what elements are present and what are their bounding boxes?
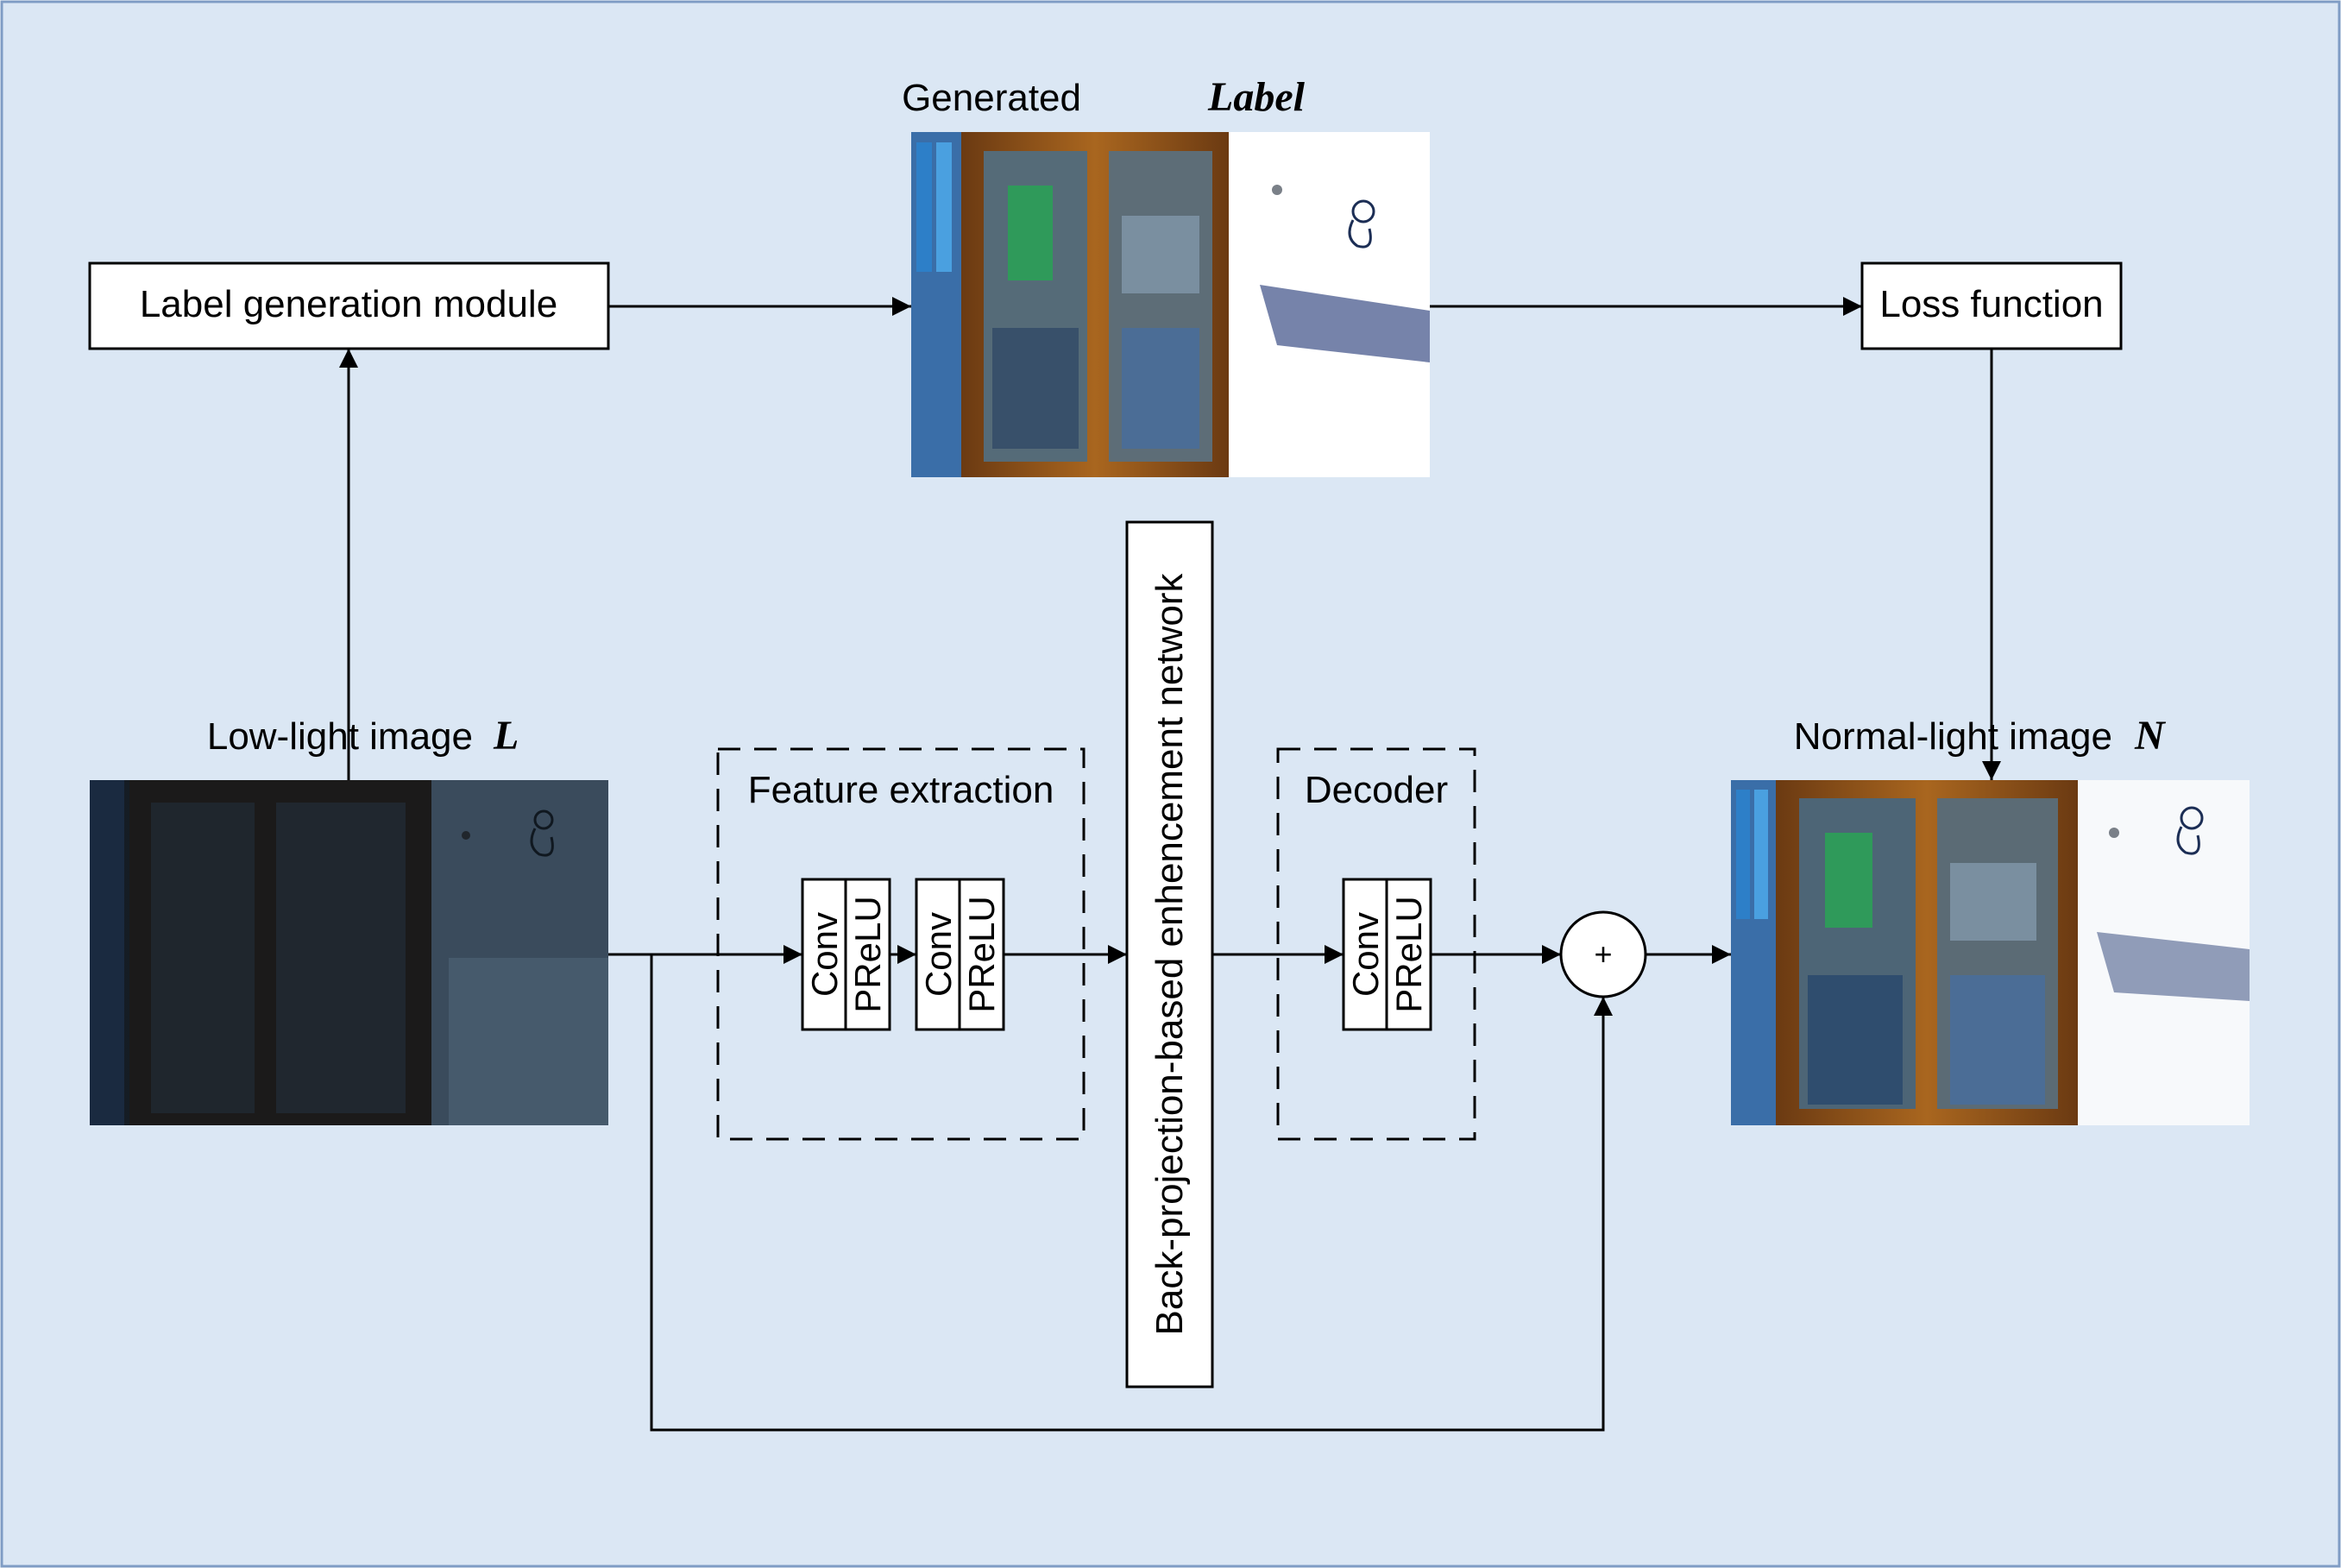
conv-prelu-block-3: Conv PReLU xyxy=(1342,878,1432,1031)
low-light-title: Low-light image xyxy=(207,715,473,758)
decoder-label: Decoder xyxy=(1305,769,1448,811)
normal-light-symbol: N xyxy=(2134,713,2167,759)
normal-light-image xyxy=(1731,780,2250,1125)
prelu-label-2: PReLU xyxy=(961,896,1002,1012)
feature-extraction-group xyxy=(716,747,1086,1141)
label-generation-module-box xyxy=(88,261,610,350)
low-light-symbol: L xyxy=(493,713,519,759)
sum-node-symbol: + xyxy=(1594,936,1612,972)
decoder-group xyxy=(1276,747,1476,1141)
loss-function-text: Loss function xyxy=(1879,283,2103,325)
connections xyxy=(339,297,2001,1432)
conv-label-1: Conv xyxy=(804,912,845,997)
conv-label-2: Conv xyxy=(918,912,959,997)
skip-connection xyxy=(650,954,1613,1432)
feature-extraction-label: Feature extraction xyxy=(748,769,1054,811)
low-light-image xyxy=(90,780,608,1125)
loss-function-box xyxy=(1860,261,2123,350)
normal-light-title: Normal-light image xyxy=(1794,715,2112,758)
generated-label-symbol: Label xyxy=(1207,74,1306,120)
generated-label-title: Generated xyxy=(902,77,1081,119)
generated-label-image xyxy=(911,132,1430,477)
label-generation-module-text: Label generation module xyxy=(140,283,557,325)
conv-prelu-block-2: Conv PReLU xyxy=(915,878,1005,1031)
prelu-label-1: PReLU xyxy=(847,896,888,1012)
conv-label-3: Conv xyxy=(1345,912,1386,997)
prelu-label-3: PReLU xyxy=(1388,896,1429,1012)
back-projection-label: Back-projection-based enhencement networ… xyxy=(1148,573,1191,1336)
conv-prelu-block-1: Conv PReLU xyxy=(801,878,891,1031)
